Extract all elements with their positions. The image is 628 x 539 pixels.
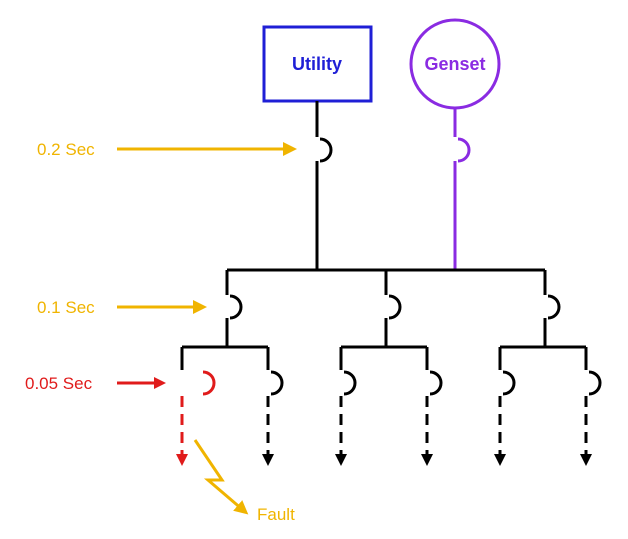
branch-breaker-2 [262, 347, 284, 466]
branch-breaker-5 [494, 347, 516, 466]
timing-main-label: 0.2 Sec [37, 140, 95, 159]
timing-feeder: 0.1 Sec [37, 298, 207, 317]
utility-main-breaker [315, 101, 333, 270]
feeder-breaker-3 [500, 270, 586, 349]
branch-breaker-4 [421, 347, 443, 466]
fault-indicator: Fault [193, 439, 295, 524]
timing-branch: 0.05 Sec [25, 374, 166, 393]
lightning-bolt-icon [193, 439, 249, 515]
genset-breaker [453, 108, 471, 270]
branch-breaker-3 [335, 347, 357, 466]
branch-breaker-6 [580, 347, 602, 466]
timing-feeder-label: 0.1 Sec [37, 298, 95, 317]
feeder-breaker-2 [341, 270, 427, 349]
genset-label: Genset [424, 54, 485, 74]
utility-label: Utility [292, 54, 342, 74]
timing-branch-label: 0.05 Sec [25, 374, 93, 393]
feeder-breaker-1 [182, 270, 268, 349]
genset-source: Genset [409, 18, 501, 110]
utility-source: Utility [262, 25, 373, 103]
timing-main: 0.2 Sec [37, 140, 297, 159]
branch-breaker-faulted [176, 347, 216, 466]
fault-label: Fault [257, 505, 295, 524]
